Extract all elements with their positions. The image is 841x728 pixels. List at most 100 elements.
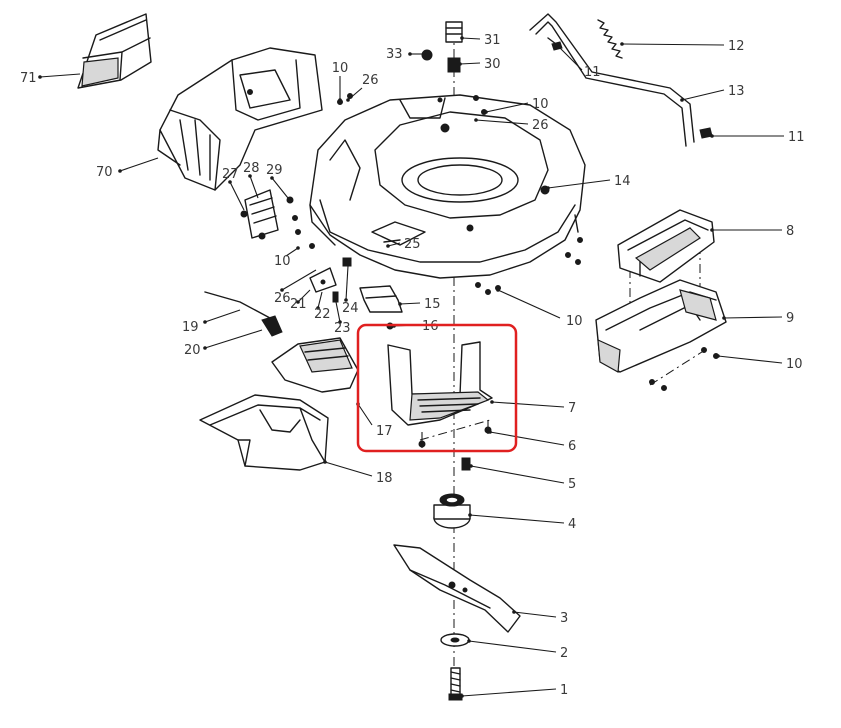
callout-leader-line: [468, 640, 557, 653]
part-4-blade-adapter: [433, 493, 471, 529]
callout-leader-dot: [467, 639, 471, 643]
part-15-bracket: [359, 285, 403, 313]
part-20-lever: [261, 315, 283, 337]
callout-leader-line: [249, 175, 259, 199]
callout-number-label: 17: [376, 424, 393, 439]
callout-leader-dot: [296, 246, 300, 250]
callout-number-label: 26: [362, 73, 379, 88]
callout-leader-line: [335, 301, 341, 323]
callout-number-label: 14: [614, 174, 631, 189]
callout-leader-line: [387, 242, 401, 247]
callout-number-label: 26: [274, 291, 291, 306]
callout-number-label: 28: [243, 161, 260, 176]
callout-leader-dot: [338, 98, 342, 102]
callout-leader-dot: [323, 460, 327, 464]
callout-number-label: 10: [566, 314, 583, 329]
side-axis: [649, 349, 706, 386]
callout-leader-line: [357, 403, 373, 426]
callout-number-label: 6: [568, 439, 576, 454]
callout-leader-line: [281, 269, 317, 291]
callout-leader-line: [513, 611, 557, 618]
callout-number-label: 13: [728, 84, 745, 99]
callout-leader-line: [489, 431, 565, 446]
callout-leader-line: [204, 329, 263, 349]
callout-number-label: 11: [788, 130, 805, 145]
callout-leader-dot: [710, 228, 714, 232]
part-33-knob: [421, 49, 433, 61]
callout-number-label: 15: [424, 297, 441, 312]
callout-leader-dot: [460, 694, 464, 698]
part-18-side-chute: [199, 394, 329, 471]
callout-number-label: 3: [560, 611, 568, 626]
side-axis: [419, 419, 491, 441]
part-6-screws: [421, 420, 489, 448]
callout-leader-line: [324, 461, 373, 477]
callout-number-label: 1: [560, 683, 568, 698]
callout-leader-dot: [722, 316, 726, 320]
callout-number-label: 22: [314, 307, 331, 322]
callout-number-label: 70: [96, 165, 113, 180]
part-21-22-bracket: [309, 267, 337, 293]
callout-number-label: 2: [560, 646, 568, 661]
callout-number-label: 12: [728, 39, 745, 54]
callout-leader-dot: [408, 52, 412, 56]
callout-leader-dot: [496, 288, 500, 292]
callout-leader-line: [497, 289, 561, 319]
callout-number-label: 18: [376, 471, 393, 486]
callout-leader-dot: [346, 98, 350, 102]
part-71-rear-flap: [77, 13, 152, 89]
callout-leader-dot: [469, 464, 473, 468]
callout-number-label: 26: [532, 118, 549, 133]
part-70-rear-housing: [157, 47, 323, 191]
callout-number-label: 24: [342, 301, 359, 316]
callout-number-label: 10: [786, 357, 803, 372]
callout-number-label: 8: [786, 224, 794, 239]
callout-leader-dot: [490, 400, 494, 404]
callout-leader-line: [399, 302, 421, 305]
callout-number-label: 11: [584, 65, 601, 80]
callout-leader-line: [470, 465, 565, 484]
callout-leader-dot: [680, 98, 684, 102]
callout-leader-line: [475, 119, 529, 125]
callout-leader-line: [461, 688, 557, 697]
callout-leader-line: [317, 291, 323, 309]
part-23-24-clips: [332, 257, 352, 303]
callout-number-label: 21: [290, 297, 307, 312]
callout-leader-dot: [270, 176, 274, 180]
callout-leader-dot: [620, 42, 624, 46]
callout-leader-line: [345, 265, 349, 301]
callout-leader-dot: [460, 36, 464, 40]
callout-number-label: 5: [568, 477, 576, 492]
part-2-washer: [440, 633, 470, 647]
part-3-blade: [393, 544, 521, 633]
callout-leader-dot: [484, 110, 488, 114]
callout-leader-line: [469, 514, 565, 524]
part-7-blade-bracket: [387, 341, 493, 448]
callout-number-label: 9: [786, 311, 794, 326]
callout-leader-dot: [488, 430, 492, 434]
callout-number-label: 27: [222, 167, 239, 182]
callout-leader-line: [204, 309, 241, 323]
callout-number-label: 19: [182, 320, 199, 335]
callout-leader-line: [297, 289, 311, 303]
callout-leader-dot: [512, 610, 516, 614]
callout-leader-line: [459, 62, 481, 65]
callout-leader-dot: [203, 346, 207, 350]
callout-number-label: 33: [386, 47, 403, 62]
callout-number-label: 31: [484, 33, 501, 48]
callout-leader-dot: [398, 302, 402, 306]
callout-leader-dot: [344, 298, 348, 302]
callout-leader-dot: [248, 174, 252, 178]
callout-number-label: 7: [568, 401, 576, 416]
callout-leader-dot: [296, 300, 300, 304]
callout-leader-line: [119, 157, 159, 172]
callout-leader-dot: [228, 180, 232, 184]
part-27-28-29-height-adjuster: [240, 189, 315, 249]
part-19-cable: [204, 291, 271, 319]
callout-leader-line: [717, 355, 783, 364]
callout-number-label: 10: [532, 97, 549, 112]
callout-leader-dot: [38, 75, 42, 79]
part-30-washer: [447, 57, 461, 73]
callout-leader-dot: [474, 118, 478, 122]
